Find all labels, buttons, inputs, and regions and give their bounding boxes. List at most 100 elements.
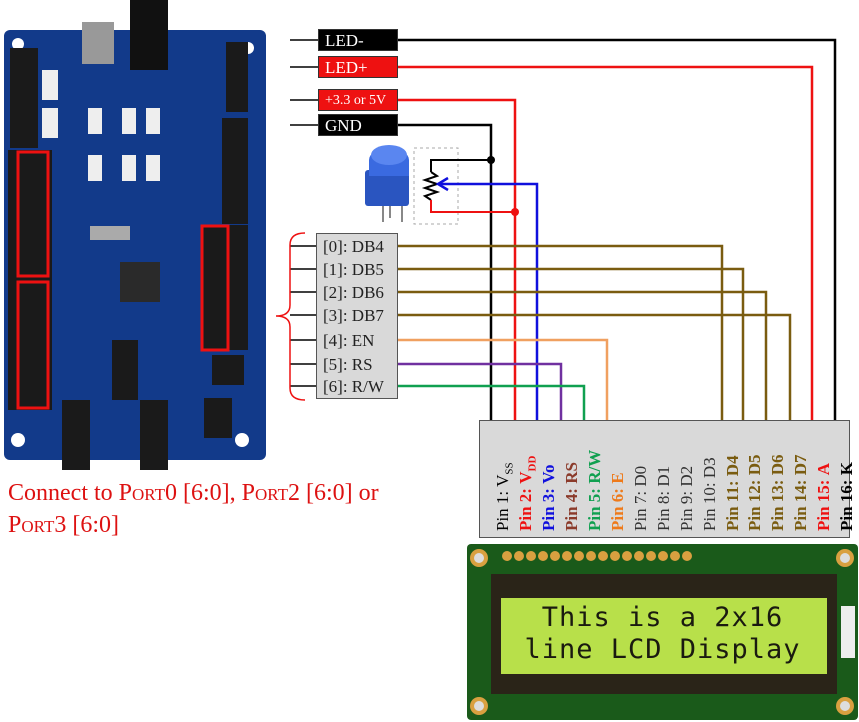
- pin-signal-name: E: [608, 472, 627, 484]
- crystal: [90, 226, 130, 240]
- pin-signal-name: RS: [562, 462, 581, 484]
- header-right: [202, 42, 248, 385]
- lcd-pin-label: Pin 6: E: [607, 472, 629, 531]
- signal-db5: [1]: DB5: [323, 260, 384, 279]
- lcd-pin-label: Pin 1: VSS: [492, 462, 516, 531]
- port3-highlight: [200, 224, 230, 352]
- lcd-line-1: This is a 2x16: [541, 602, 784, 633]
- pin-number: Pin 9:: [677, 490, 696, 531]
- lcd-pin-label: Pin 10: D3: [699, 457, 721, 531]
- header-left: [8, 48, 52, 410]
- pin-number: Pin 11:: [723, 480, 742, 531]
- pin-signal-name: D4: [723, 455, 742, 477]
- port2-highlight: [16, 280, 50, 410]
- microcontroller-board: [4, 0, 266, 470]
- signal-db6: [2]: DB6: [323, 283, 384, 302]
- caption-text: [6:0],: [176, 480, 242, 506]
- pin-signal-name: V: [493, 474, 512, 487]
- lcd-pin-label: Pin 13: D6: [767, 454, 789, 531]
- lcd-pin-label: Pin 12: D5: [744, 454, 766, 531]
- signal-rs: [5]: RS: [323, 355, 373, 374]
- board-pcb: [4, 30, 266, 460]
- usb-connector: [82, 22, 114, 64]
- pin-number: Pin 15:: [814, 479, 833, 531]
- pin-number: Pin 8:: [654, 490, 673, 531]
- pin-signal-name: D6: [768, 454, 787, 476]
- port-signal-box: [0]: DB4 [1]: DB5 [2]: DB6 [3]: DB7 [4]:…: [316, 233, 398, 399]
- wire-vss: [398, 123, 493, 420]
- signal-db7: [3]: DB7: [323, 306, 384, 325]
- port-brace: [275, 232, 306, 401]
- wire-db6: [398, 290, 768, 420]
- pin-signal-name: Vo: [539, 464, 558, 484]
- pin-signal-name: D7: [791, 454, 810, 476]
- pot-wiper-arrow: [435, 176, 449, 192]
- pin-signal-name: K: [837, 462, 856, 476]
- mount-hole: [11, 433, 25, 447]
- lcd-line-2: line LCD Display: [524, 634, 801, 665]
- wire-db7: [398, 313, 792, 420]
- caption-port3: Port3: [8, 512, 67, 538]
- lcd-pin-label: Pin 7: D0: [630, 466, 652, 531]
- gnd-label: GND: [318, 114, 398, 136]
- pin-number: Pin 10:: [700, 482, 719, 531]
- wire-pot-gnd: [430, 159, 491, 172]
- pot-resistor-symbol: [421, 171, 441, 201]
- pin-number: Pin 1:: [493, 490, 512, 531]
- pin-number: Pin 6:: [608, 488, 627, 531]
- lcd-pin-label: Pin 11: D4: [722, 455, 744, 531]
- wire-led-minus: [398, 38, 837, 420]
- lcd-pin-label: Pin 3: Vo: [538, 465, 560, 531]
- lcd-pin-label: Pin 16: K: [836, 462, 858, 531]
- vcc-label: +3.3 or 5V: [318, 89, 398, 111]
- lcd-module: This is a 2x16 line LCD Display: [467, 544, 858, 720]
- lcd-pin-label: Pin 8: D1: [653, 466, 675, 531]
- caption-text: [6:0]: [66, 512, 119, 538]
- mount-hole: [235, 433, 249, 447]
- wire-rw: [398, 384, 586, 420]
- port0-highlight: [16, 150, 50, 278]
- mcu-chip: [120, 262, 160, 302]
- wire-db4: [398, 244, 724, 420]
- led-minus-label: LED-: [318, 29, 398, 51]
- led-plus-label: LED+: [318, 56, 398, 78]
- signal-db4: [0]: DB4: [323, 237, 384, 256]
- signal-rw: [6]: R/W: [323, 377, 384, 396]
- caption-text: [6:0] or: [299, 480, 379, 506]
- wire-db5: [398, 267, 745, 420]
- lcd-pin-label: Pin 4: RS: [561, 462, 583, 531]
- lcd-pcb: [467, 544, 858, 720]
- junction-vdd: [511, 208, 519, 216]
- lcd-pin-label: Pin 5: R/W: [584, 450, 606, 531]
- wire-pot-vdd: [430, 200, 515, 213]
- wire-led-plus: [398, 65, 814, 420]
- pin-signal-subscript: SS: [503, 462, 516, 475]
- potentiometer-icon: [365, 145, 409, 222]
- wire-vdd: [398, 98, 517, 420]
- caption-port0: Port0: [118, 480, 177, 506]
- pin-number: Pin 7:: [631, 490, 650, 531]
- caption-port2: Port2: [241, 480, 300, 506]
- jumpers: [42, 70, 160, 181]
- signal-stubs: [290, 245, 318, 387]
- pin-number: Pin 13:: [768, 479, 787, 531]
- pin-signal-subscript: DD: [526, 455, 539, 472]
- caption-text: Connect to: [8, 480, 119, 506]
- junction-gnd: [487, 156, 495, 164]
- pin-signal-name: D0: [631, 465, 650, 487]
- lcd-screen: [501, 598, 827, 674]
- pin-number: Pin 16:: [837, 479, 856, 531]
- pin-signal-name: D5: [745, 454, 764, 476]
- pin-number: Pin 3:: [539, 488, 558, 531]
- pin-number: Pin 2:: [516, 488, 535, 531]
- pin-number: Pin 12:: [745, 479, 764, 531]
- lcd-pin-label: Pin 9: D2: [676, 466, 698, 531]
- lcd-pins: [502, 551, 692, 561]
- pin-signal-name: V: [516, 471, 535, 484]
- lcd-pin-label: Pin 14: D7: [790, 454, 812, 531]
- lcd-pin-label: Pin 2: VDD: [515, 455, 539, 531]
- port-caption: Connect to Port0 [6:0], Port2 [6:0] or P…: [8, 477, 448, 541]
- pin-signal-name: A: [814, 462, 833, 476]
- bottom-connectors: [62, 340, 232, 470]
